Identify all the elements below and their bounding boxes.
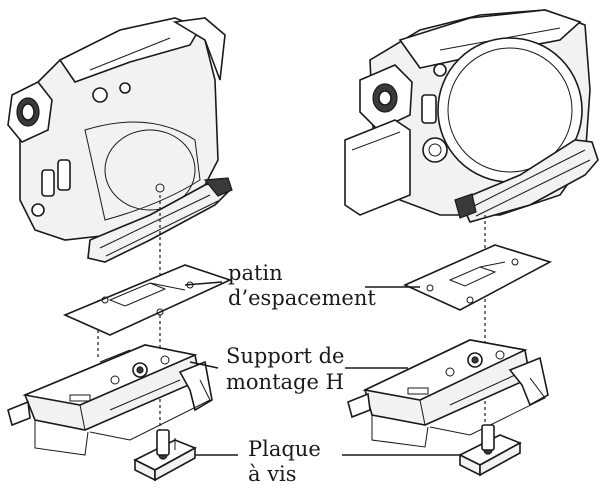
- spacer-label-line2: d’espacement: [228, 286, 376, 310]
- left-camcorder: [7, 17, 233, 263]
- mount-label-line2: montage H: [226, 370, 344, 394]
- leader-spacer-left: [184, 281, 223, 286]
- right-spacer-pad: [403, 244, 553, 311]
- left-spacer-pad: [62, 264, 233, 336]
- right-camcorder: [344, 9, 599, 223]
- right-screw-plate: [458, 424, 522, 477]
- mount-label-line1: Support de: [226, 344, 345, 368]
- plate-label-line1: Plaque: [248, 437, 321, 461]
- leader-mount-left: [189, 361, 219, 369]
- spacer-label-line1: patin: [228, 261, 283, 285]
- right-mount-bracket: [347, 339, 549, 448]
- plate-label-line2: à vis: [248, 462, 297, 486]
- left-screw-plate: [133, 429, 197, 482]
- left-mount-bracket: [7, 344, 213, 456]
